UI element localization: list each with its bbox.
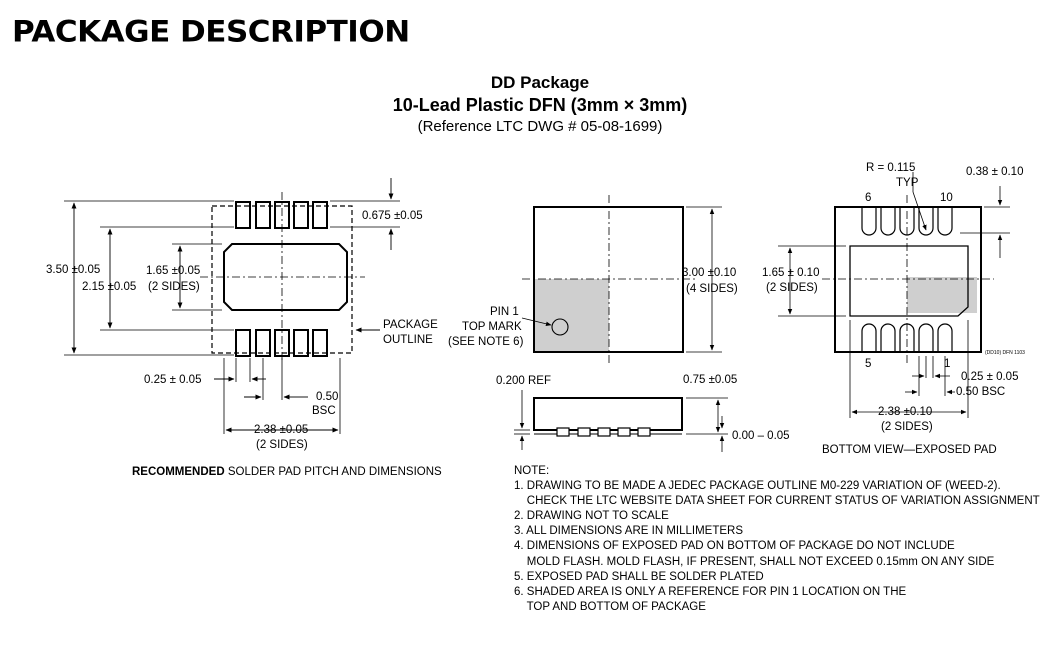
- dim-size-note: (4 SIDES): [686, 283, 738, 295]
- pin1-label: PIN 1: [490, 306, 519, 318]
- note-line: 1. DRAWING TO BE MADE A JEDEC PACKAGE OU…: [514, 480, 1001, 493]
- pin1-label-3: (SEE NOTE 6): [448, 336, 524, 348]
- exposed-pad: [849, 245, 969, 317]
- note-line: 6. SHADED AREA IS ONLY A REFERENCE FOR P…: [514, 585, 907, 598]
- dim-ref: 0.200 REF: [496, 375, 551, 387]
- note-line: TOP AND BOTTOM OF PACKAGE: [514, 600, 706, 613]
- dim-width-inner: 2.15 ±0.05: [82, 281, 136, 293]
- dim-lead-length: 0.38 ± 0.10: [966, 166, 1023, 178]
- package-bottom-outline: [834, 206, 982, 353]
- dim-width-total: 3.50 ±0.05: [46, 264, 100, 276]
- package-description: 10-Lead Plastic DFN (3mm × 3mm): [392, 95, 688, 115]
- exposed-pad-land: [223, 243, 348, 311]
- note-line: 4. DIMENSIONS OF EXPOSED PAD ON BOTTOM O…: [514, 540, 955, 553]
- pin1-mark-circle: [551, 318, 569, 336]
- dim-pad-length: 0.675 ±0.05: [362, 210, 423, 222]
- caption-rest: SOLDER PAD PITCH AND DIMENSIONS: [224, 466, 442, 478]
- top-pads: [235, 201, 328, 229]
- dim-height: 0.75 ±0.05: [683, 374, 737, 386]
- pin1-label-2: TOP MARK: [462, 321, 522, 333]
- dim-span-note: (2 SIDES): [256, 439, 308, 451]
- dim-pad-height: 1.65 ±0.05: [146, 265, 200, 277]
- solder-pad-labels: 3.50 ±0.05 2.15 ±0.05 1.65 ±0.05 (2 SIDE…: [46, 210, 438, 451]
- pin1-shaded-area: [534, 279, 609, 352]
- dim-pad-height-bottom-note: (2 SIDES): [766, 282, 818, 294]
- side-view-labels: 0.200 REF 0.75 ±0.05 0.00 – 0.05: [496, 374, 790, 442]
- solder-pad-view: [64, 178, 400, 434]
- package-name: DD Package: [490, 73, 590, 92]
- side-leads: [556, 427, 651, 437]
- note-line: 5. EXPOSED PAD SHALL BE SOLDER PLATED: [514, 570, 764, 583]
- pin-5-label: 5: [865, 358, 871, 370]
- bottom-leads-top: [861, 207, 953, 236]
- dim-span: 2.38 ±0.05: [254, 424, 308, 436]
- package-top-outline: [533, 206, 684, 353]
- dim-pitch-bottom: 0.50 BSC: [956, 386, 1005, 398]
- bottom-shaded-area: [907, 277, 977, 313]
- side-view: [514, 390, 728, 452]
- notes-title: NOTE:: [514, 465, 550, 477]
- note-line: 3. ALL DIMENSIONS ARE IN MILLIMETERS: [514, 525, 744, 538]
- package-title-block: DD Package 10-Lead Plastic DFN (3mm × 3m…: [340, 72, 740, 138]
- dim-standoff: 0.00 – 0.05: [732, 430, 790, 442]
- dim-pitch-note: BSC: [312, 405, 336, 417]
- radius-note: TYP: [896, 177, 919, 189]
- bottom-leads-bottom: [861, 323, 953, 352]
- pin-10-label: 10: [940, 192, 953, 204]
- dim-pitch: 0.50: [316, 391, 338, 403]
- package-reference: (Reference LTC DWG # 05-08-1699): [417, 118, 663, 135]
- dim-lead-width: 0.25 ± 0.05: [961, 371, 1018, 383]
- package-outline-label: PACKAGE: [383, 319, 438, 331]
- drawing-code: (DD10) DFN 1103: [985, 350, 1025, 356]
- top-view: 3.00 ±0.10 (4 SIDES) PIN 1 TOP MARK (SEE…: [448, 195, 738, 364]
- dim-span-bottom: 2.38 ±0.10: [878, 406, 932, 418]
- package-side-outline: [533, 397, 683, 431]
- pin-1-label: 1: [944, 358, 950, 370]
- dim-pad-height-bottom: 1.65 ± 0.10: [762, 267, 819, 279]
- bottom-view: [778, 172, 1010, 418]
- bottom-view-caption: BOTTOM VIEW—EXPOSED PAD: [822, 444, 997, 456]
- solder-pad-caption: RECOMMENDED SOLDER PAD PITCH AND DIMENSI…: [132, 466, 442, 478]
- caption-bold: RECOMMENDED: [132, 466, 225, 478]
- package-outline-label-2: OUTLINE: [383, 334, 433, 346]
- note-line: CHECK THE LTC WEBSITE DATA SHEET FOR CUR…: [514, 495, 1040, 508]
- bottom-view-labels: R = 0.115 TYP 6 10 5 1 0.38 ± 0.10 1.65 …: [762, 162, 1025, 456]
- page-heading: PACKAGE DESCRIPTION: [12, 14, 410, 50]
- bottom-pads: [235, 329, 328, 357]
- pin-6-label: 6: [865, 192, 871, 204]
- note-line: 2. DRAWING NOT TO SCALE: [514, 510, 669, 523]
- radius-label: R = 0.115: [866, 162, 915, 174]
- dim-span-bottom-note: (2 SIDES): [881, 421, 933, 433]
- dim-size: 3.00 ±0.10: [682, 267, 736, 279]
- notes-block: NOTE: 1. DRAWING TO BE MADE A JEDEC PACK…: [514, 464, 1040, 615]
- dim-pad-height-note: (2 SIDES): [148, 281, 200, 293]
- note-line: MOLD FLASH. MOLD FLASH, IF PRESENT, SHAL…: [514, 555, 995, 568]
- dim-pad-width: 0.25 ± 0.05: [144, 374, 201, 386]
